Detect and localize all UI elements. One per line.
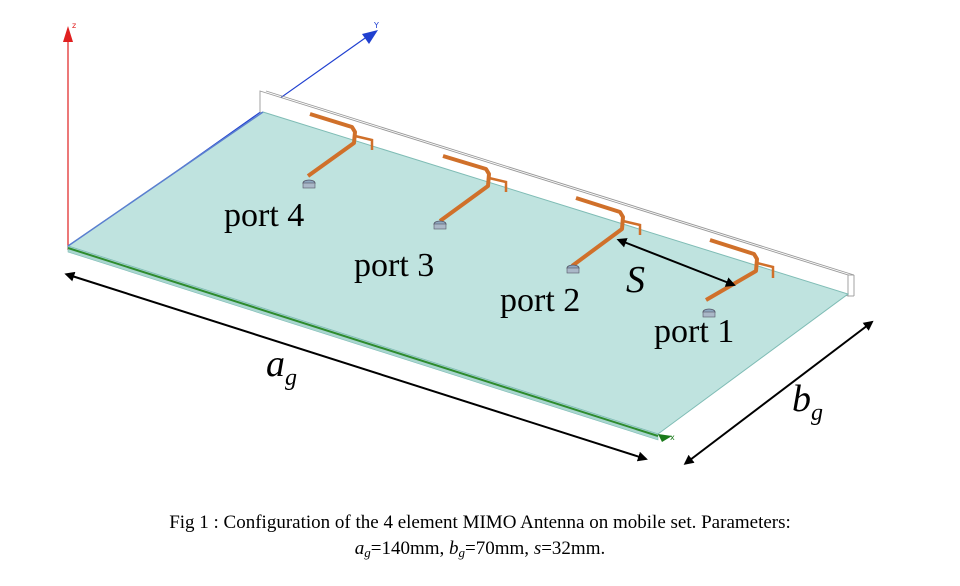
s-dimension-arrow [616,238,736,287]
bg-dimension-arrow [683,320,874,465]
port-4-label: port 4 [224,197,304,234]
antenna-element-2 [566,196,642,274]
z-axis: z [63,21,76,250]
caption-line-2: ag=140mm, bg=70mm, s=32mm. [354,538,606,560]
s-label: S [626,259,645,301]
port-1-label: port 1 [654,313,734,350]
figure-caption: Fig 1 : Configuration of the 4 element M… [0,510,960,562]
antenna-element-4 [302,112,374,189]
caption-line-1: Fig 1 : Configuration of the 4 element M… [169,512,791,533]
antenna-element-3 [433,154,508,230]
ag-dimension-arrow [64,271,648,462]
antenna-element-1 [702,238,775,318]
z-axis-label: z [72,21,76,30]
y-axis-label: Y [373,21,379,30]
x-axis-label: x [670,433,675,442]
bg-label: bg [792,378,823,426]
ag-label: ag [266,343,297,391]
port-2-label: port 2 [500,282,580,319]
port-3-label: port 3 [354,247,434,284]
x-axis: x [658,433,675,442]
